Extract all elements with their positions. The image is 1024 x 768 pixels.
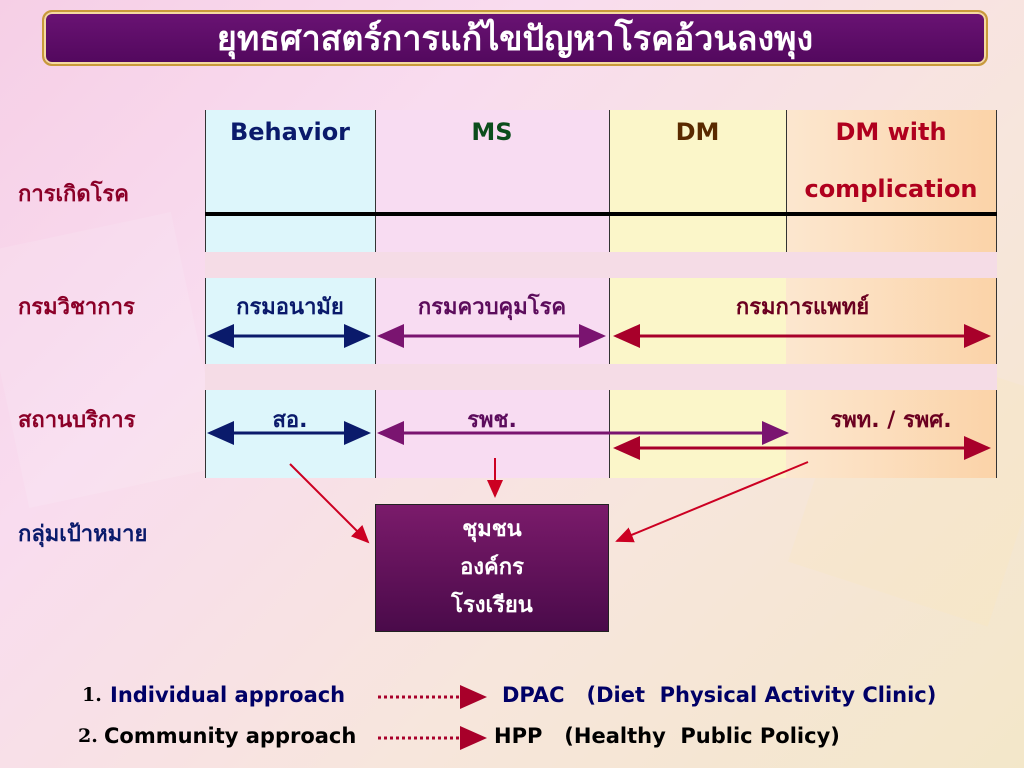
target-school: โรงเรียน <box>451 593 533 618</box>
dept-health: กรมอนามัย <box>236 295 344 320</box>
column-ms <box>375 110 609 478</box>
column-divider <box>375 278 376 364</box>
header-complication: complication <box>804 175 978 203</box>
header-ms: MS <box>471 118 513 146</box>
approach-2-result: HPP (Healthy Public Policy) <box>494 724 840 748</box>
column-divider <box>996 110 997 252</box>
target-community: ชุมชน <box>462 517 522 542</box>
column-divider <box>609 110 610 252</box>
row-separator-band <box>205 252 997 278</box>
column-dm-complication <box>786 110 996 478</box>
row-label-disease: การเกิดโรค <box>18 182 129 207</box>
column-divider <box>205 278 206 364</box>
column-divider <box>205 110 206 252</box>
dept-medical: กรมการแพทย์ <box>735 295 870 320</box>
header-behavior: Behavior <box>229 118 351 146</box>
column-behavior <box>205 110 375 478</box>
header-dm-with: DM with <box>835 118 947 146</box>
dept-disease-control: กรมควบคุมโรค <box>417 295 567 320</box>
arrow-to-target-right <box>615 461 809 543</box>
column-divider <box>375 110 376 252</box>
column-divider <box>375 390 376 478</box>
page-title: ยุทธศาสตร์การแก้ไขปัญหาโรคอ้วนลงพุง <box>42 10 988 66</box>
target-organization: องค์กร <box>460 555 524 580</box>
row-label-service: สถานบริการ <box>18 408 136 433</box>
column-divider <box>609 278 610 364</box>
arrow-to-target-left <box>289 463 370 544</box>
row-label-department: กรมวิชาการ <box>18 295 135 320</box>
row-label-target: กลุ่มเป้าหมาย <box>18 522 148 547</box>
row-separator-band <box>205 364 997 390</box>
column-divider <box>786 110 787 252</box>
column-divider <box>205 390 206 478</box>
column-dm <box>609 110 786 478</box>
target-group-box: ชุมชน องค์กร โรงเรียน <box>375 504 609 632</box>
approach-1-number: 1. <box>82 684 102 706</box>
column-divider <box>996 390 997 478</box>
approach-2-number: 2. <box>78 725 98 747</box>
disease-timeline-line <box>205 212 997 216</box>
approach-2-name: Community approach <box>104 724 357 748</box>
page-title-text: ยุทธศาสตร์การแก้ไขปัญหาโรคอ้วนลงพุง <box>216 19 814 59</box>
approach-1-result: DPAC (Diet Physical Activity Clinic) <box>502 683 937 707</box>
column-divider <box>996 278 997 364</box>
service-general-hospital: รพท. / รพศ. <box>830 408 952 433</box>
approach-1-name: Individual approach <box>110 683 346 707</box>
header-dm: DM <box>675 118 720 146</box>
